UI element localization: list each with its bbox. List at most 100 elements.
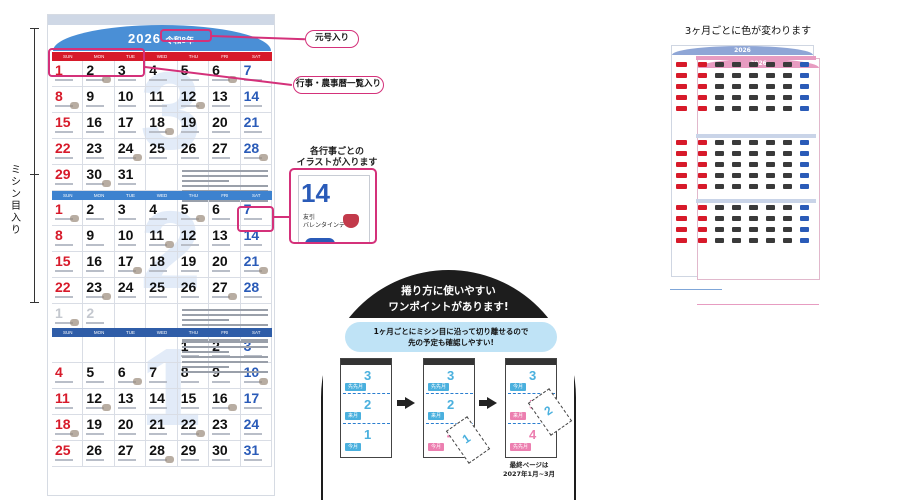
day-cell: 10 bbox=[114, 87, 147, 113]
preview-day-mark bbox=[800, 140, 809, 145]
day-cell: 23 bbox=[209, 415, 241, 441]
day-event-text bbox=[243, 296, 262, 298]
preview-day-mark bbox=[800, 62, 809, 67]
event-illustration-icon bbox=[259, 378, 268, 385]
day-number: 22 bbox=[180, 416, 197, 432]
month-block: 1SUNMONTUEWEDTHUFRISAT123456789101112131… bbox=[52, 326, 272, 467]
event-illustration-icon bbox=[133, 267, 143, 274]
day-event-text bbox=[180, 270, 199, 272]
day-event-text bbox=[180, 105, 199, 107]
preview-day-mark bbox=[749, 205, 758, 210]
day-cell: 8 bbox=[52, 226, 84, 252]
preview-day-mark bbox=[715, 227, 724, 232]
weekday-label: WED bbox=[156, 330, 168, 335]
day-event-text bbox=[149, 407, 168, 409]
day-event-text bbox=[86, 407, 105, 409]
day-number: 14 bbox=[149, 390, 165, 406]
tip-bubble-line2: 先の予定も確認しやすい! bbox=[408, 338, 494, 347]
day-event-text bbox=[212, 433, 231, 435]
preview-day-mark bbox=[676, 106, 687, 111]
preview-day-mark bbox=[766, 140, 775, 145]
preview-back-column bbox=[676, 62, 687, 117]
day-cell: 24 bbox=[114, 139, 147, 165]
preview-day-mark bbox=[698, 173, 707, 178]
preview-day-mark bbox=[800, 151, 809, 156]
preview-back-column bbox=[676, 140, 687, 195]
day-number: 22 bbox=[55, 279, 71, 295]
day-cell: 5 bbox=[83, 363, 115, 389]
preview-day-mark bbox=[676, 184, 687, 189]
day-number: 11 bbox=[149, 227, 165, 243]
event-illustration-icon bbox=[101, 293, 111, 300]
bracket-tick-top bbox=[30, 28, 39, 29]
preview-weekday-bar bbox=[696, 199, 816, 203]
day-event-text bbox=[117, 270, 136, 272]
day-cell: 15 bbox=[177, 389, 210, 415]
day-number: 25 bbox=[55, 442, 71, 458]
day-cell: 19 bbox=[177, 252, 210, 278]
preview-day-mark bbox=[783, 238, 792, 243]
perforation-line bbox=[426, 423, 473, 424]
day-number: 22 bbox=[55, 140, 71, 156]
day-cell: 25 bbox=[146, 278, 178, 304]
day-event-text bbox=[149, 296, 168, 298]
event-illustration-icon bbox=[196, 102, 206, 109]
day-number: 21 bbox=[243, 114, 260, 130]
day-number: 11 bbox=[149, 88, 165, 104]
day-event-text bbox=[180, 433, 199, 435]
day-number: 17 bbox=[117, 253, 134, 269]
day-event-text bbox=[117, 381, 136, 383]
preview-day-mark bbox=[676, 95, 687, 100]
preview-day-mark bbox=[676, 140, 687, 145]
weekday-label: FRI bbox=[221, 193, 229, 198]
illustration-title-line2: イラストが入ります bbox=[296, 158, 378, 168]
tag-this-month: 今月 bbox=[428, 443, 445, 451]
preview-day-mark bbox=[783, 95, 792, 100]
day-number: 16 bbox=[86, 253, 102, 269]
preview-day-mark bbox=[783, 162, 792, 167]
day-cell: 30 bbox=[83, 165, 115, 191]
preview-day-mark bbox=[732, 238, 741, 243]
preview-day-mark bbox=[732, 216, 741, 221]
preview-day-mark bbox=[676, 151, 687, 156]
calendar-sheet: 2026 令和8年 3SUNMONTUEWEDTHUFRISAT12345678… bbox=[47, 14, 275, 496]
illustration-leader-line bbox=[274, 216, 290, 218]
day-event-text bbox=[149, 105, 168, 107]
day-cell: 25 bbox=[52, 441, 84, 467]
preview-day-mark bbox=[783, 227, 792, 232]
preview-day-column bbox=[800, 62, 809, 117]
notes-line bbox=[182, 314, 268, 316]
preview-title: 3ヶ月ごとに色が変わります bbox=[684, 26, 812, 37]
weekday-label: THU bbox=[188, 330, 199, 335]
preview-day-mark bbox=[749, 84, 758, 89]
day-number: 11 bbox=[55, 390, 70, 406]
tag-this-month: 今月 bbox=[510, 383, 527, 391]
day-cell bbox=[146, 165, 178, 191]
day-event-text bbox=[212, 157, 231, 159]
day-number: 12 bbox=[180, 88, 197, 104]
preview-day-mark bbox=[732, 205, 741, 210]
preview-day-mark bbox=[800, 95, 809, 100]
day-event-text bbox=[86, 459, 105, 461]
event-illustration-icon bbox=[196, 430, 206, 437]
day-cell: 13 bbox=[209, 87, 241, 113]
perforation-line bbox=[343, 423, 390, 424]
weekday-label: SUN bbox=[62, 330, 73, 335]
preview-day-column bbox=[715, 205, 724, 249]
preview-back-column bbox=[676, 205, 687, 249]
preview-day-mark bbox=[715, 84, 724, 89]
day-number: 9 bbox=[86, 88, 95, 104]
preview-day-mark bbox=[676, 173, 687, 178]
day-number: 15 bbox=[55, 114, 71, 130]
notes-line bbox=[182, 366, 229, 368]
day-event-text bbox=[55, 218, 73, 220]
arrow-right-icon bbox=[487, 397, 497, 409]
day-event-text bbox=[180, 459, 199, 461]
day-event-text bbox=[149, 157, 168, 159]
day-number: 2 bbox=[86, 305, 95, 321]
preview-day-mark bbox=[783, 173, 792, 178]
preview-day-mark bbox=[800, 84, 809, 89]
day-cell: 20 bbox=[114, 415, 147, 441]
preview-day-mark bbox=[732, 84, 741, 89]
tip-title-line2: ワンポイントがあります! bbox=[388, 301, 509, 313]
